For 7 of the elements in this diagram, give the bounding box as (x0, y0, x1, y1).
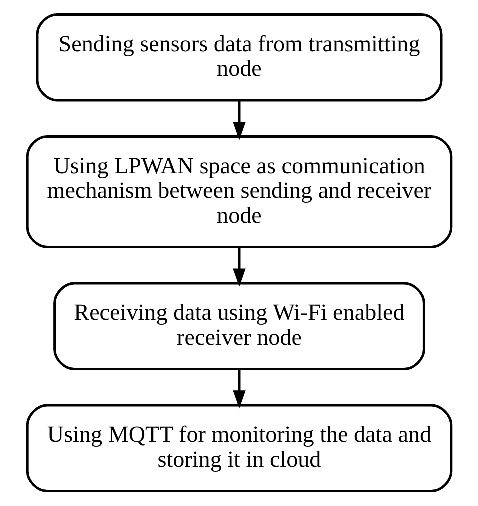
node-box: Receiving data using Wi-Fi enabled receiver node (53, 282, 425, 370)
arrow (232, 248, 246, 287)
node-box: Using MQTT for monitoring the data and storing it in cloud (26, 404, 452, 493)
arrow (232, 370, 246, 409)
node-box: Using LPWAN space as communication mechanism between sending and receiver node (26, 136, 452, 248)
node-box: Sending sensors data from transmitting node (36, 13, 442, 102)
arrow (232, 100, 246, 140)
